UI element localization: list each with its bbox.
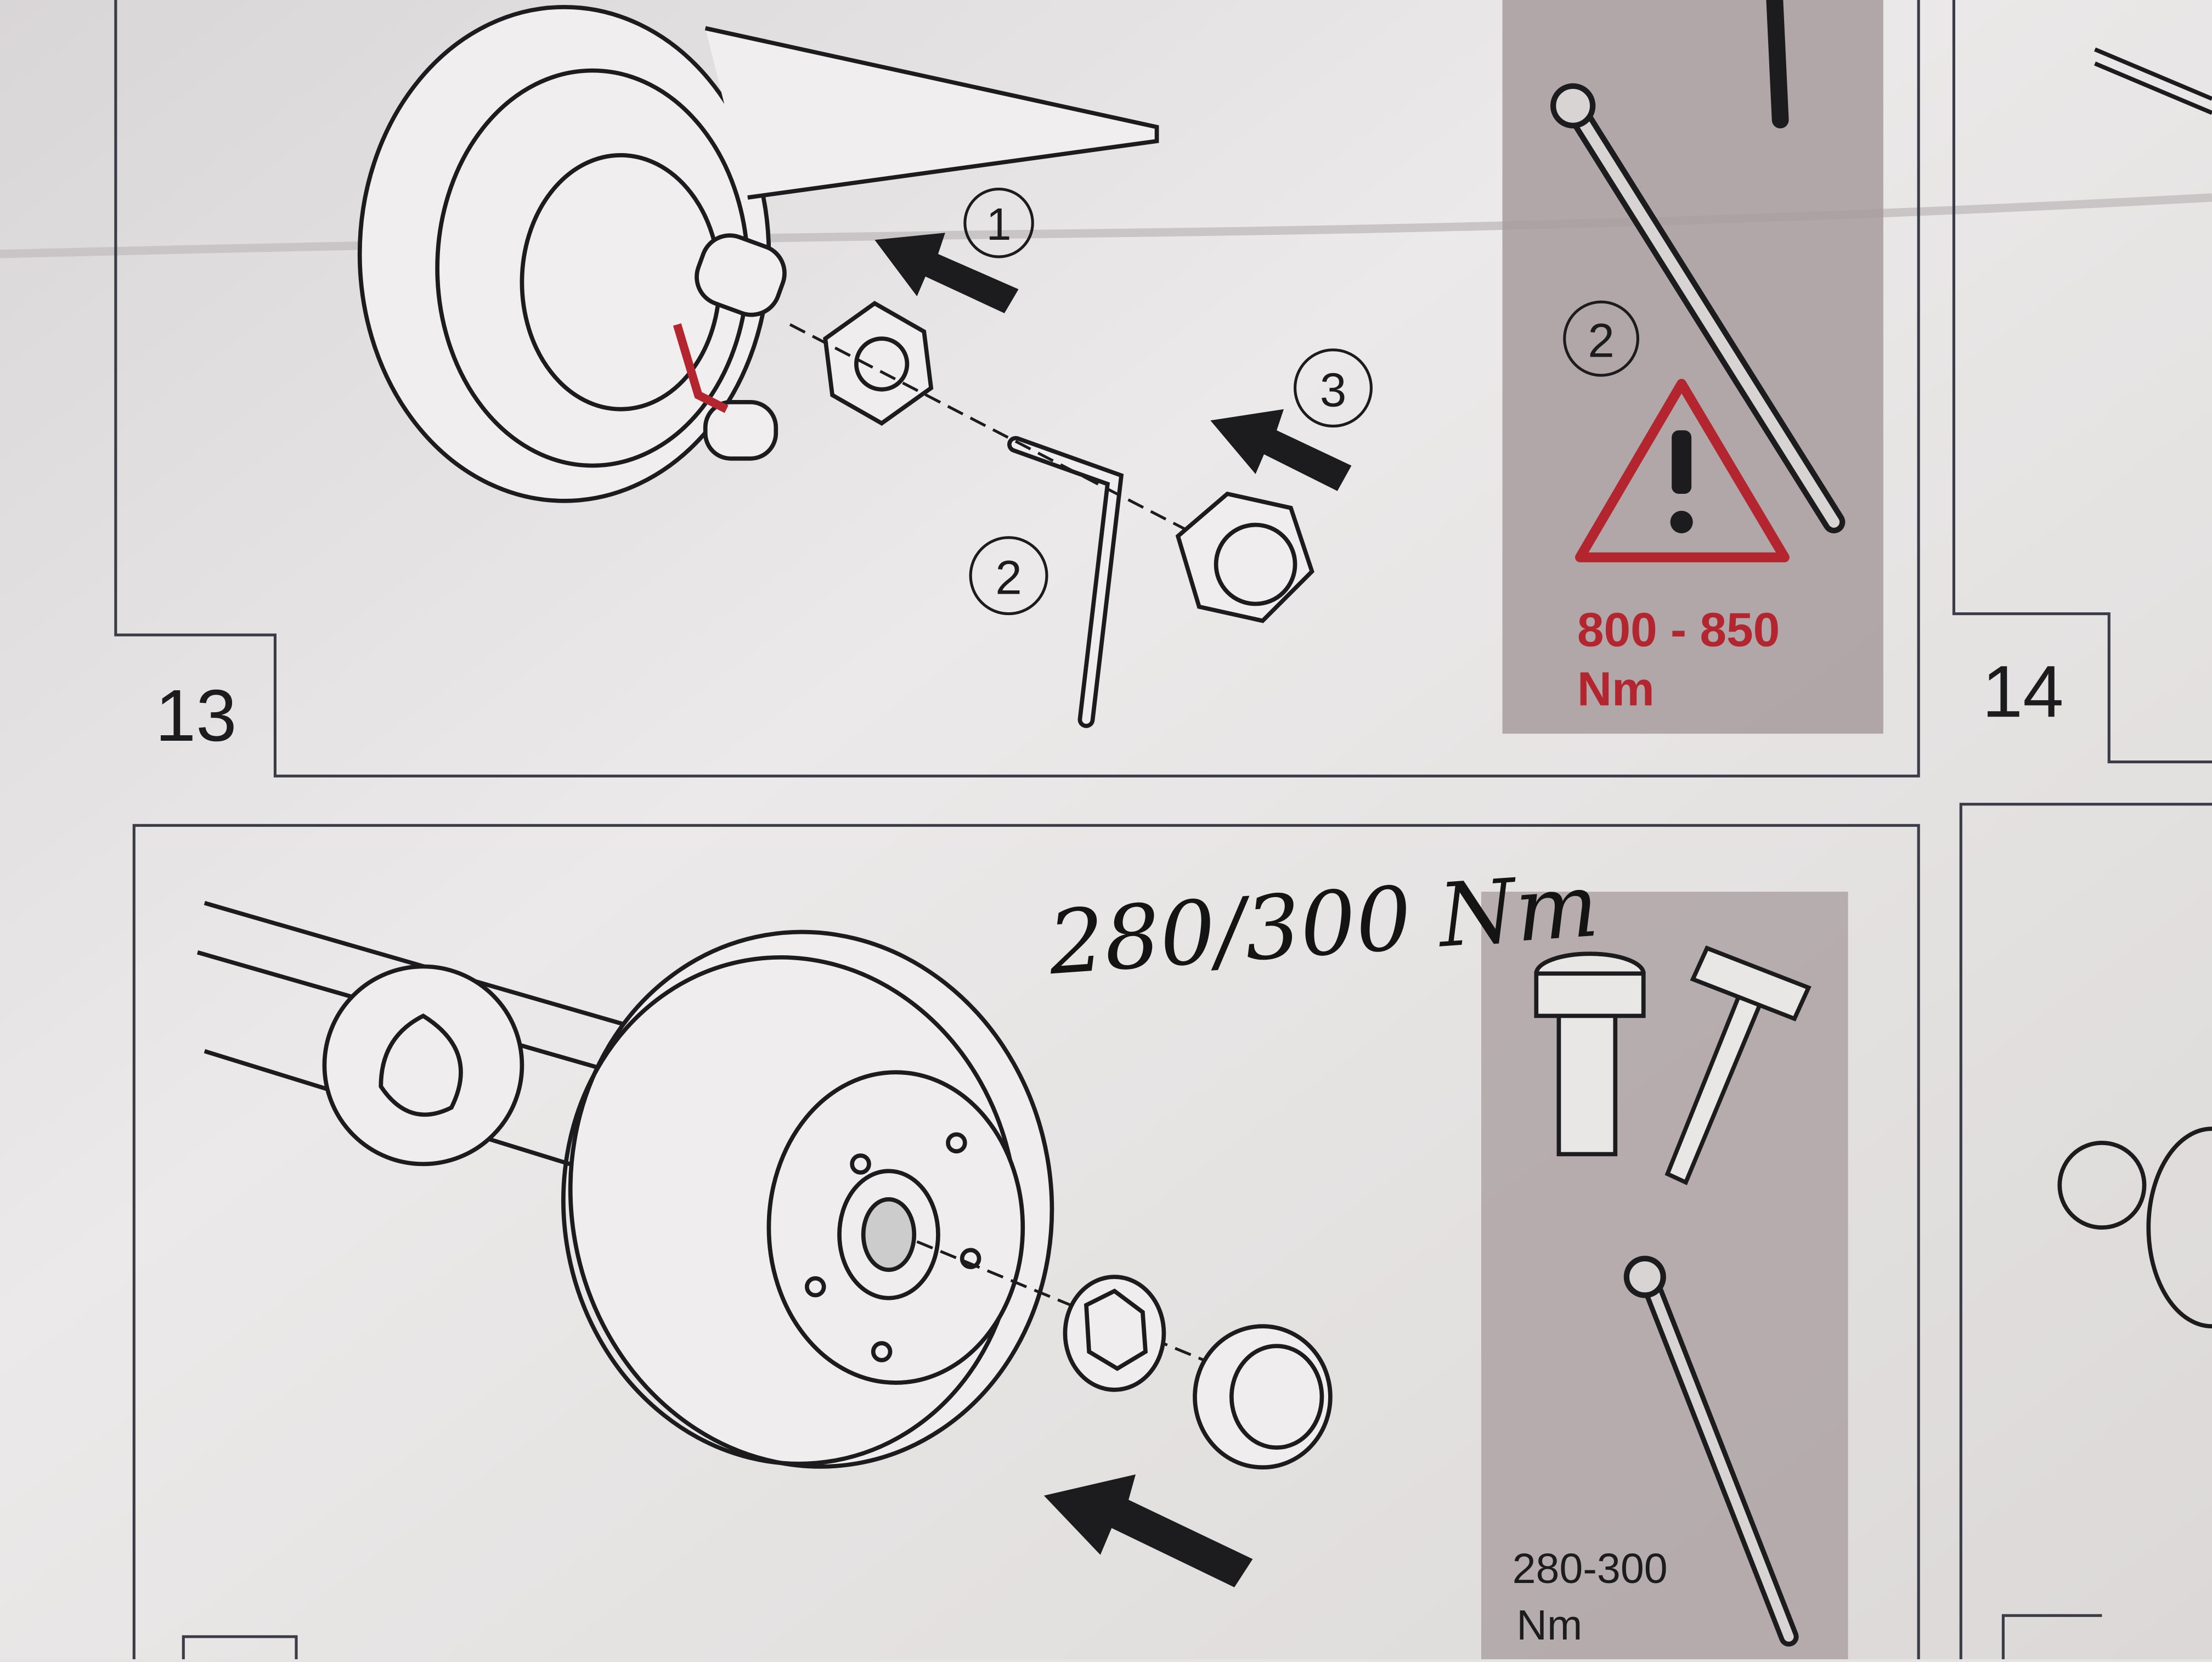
castle-nut-illustration [823, 301, 1314, 623]
warning-triangle-icon [1575, 379, 1790, 562]
step-14-panel [1952, 0, 2212, 1659]
hammer-icon [1664, 945, 1812, 1186]
arrow-icon [874, 233, 1352, 491]
svg-text:3: 3 [1320, 363, 1347, 417]
arrow-icon [1043, 1474, 1253, 1587]
step-13-panel [114, 0, 1920, 778]
next-step-box-edge [2001, 1614, 2102, 1659]
torque-value-bottom: 280-300 [1513, 1545, 1668, 1592]
torque-unit-bottom: Nm [1516, 1602, 1582, 1649]
next-step-box-edge [182, 1635, 298, 1659]
torque-unit-top: Nm [1577, 662, 1655, 716]
step-number-14: 14 [1982, 651, 2064, 733]
svg-text:1: 1 [986, 200, 1012, 250]
hub-nut-illustration [1063, 1275, 1333, 1470]
svg-text:2: 2 [995, 551, 1022, 605]
svg-text:2: 2 [1588, 314, 1615, 368]
step-bottom-panel [132, 824, 1920, 1659]
callout-1: 1 [963, 188, 1034, 258]
tool-callout-2: 2 [1563, 300, 1640, 377]
brake-drum-illustration [196, 901, 1054, 1469]
brake-hub-illustration [357, 5, 1159, 503]
torque-wrench-icon [1550, 83, 1846, 533]
step-number-13: 13 [155, 675, 237, 757]
socket-icon [1534, 951, 1646, 1157]
callout-2: 2 [969, 536, 1048, 616]
torque-value-top: 800 - 850 [1577, 603, 1780, 657]
tool-bar-illustration [1766, 0, 1789, 129]
callout-3: 3 [1294, 348, 1373, 428]
torque-wrench-icon [1623, 1255, 1799, 1647]
